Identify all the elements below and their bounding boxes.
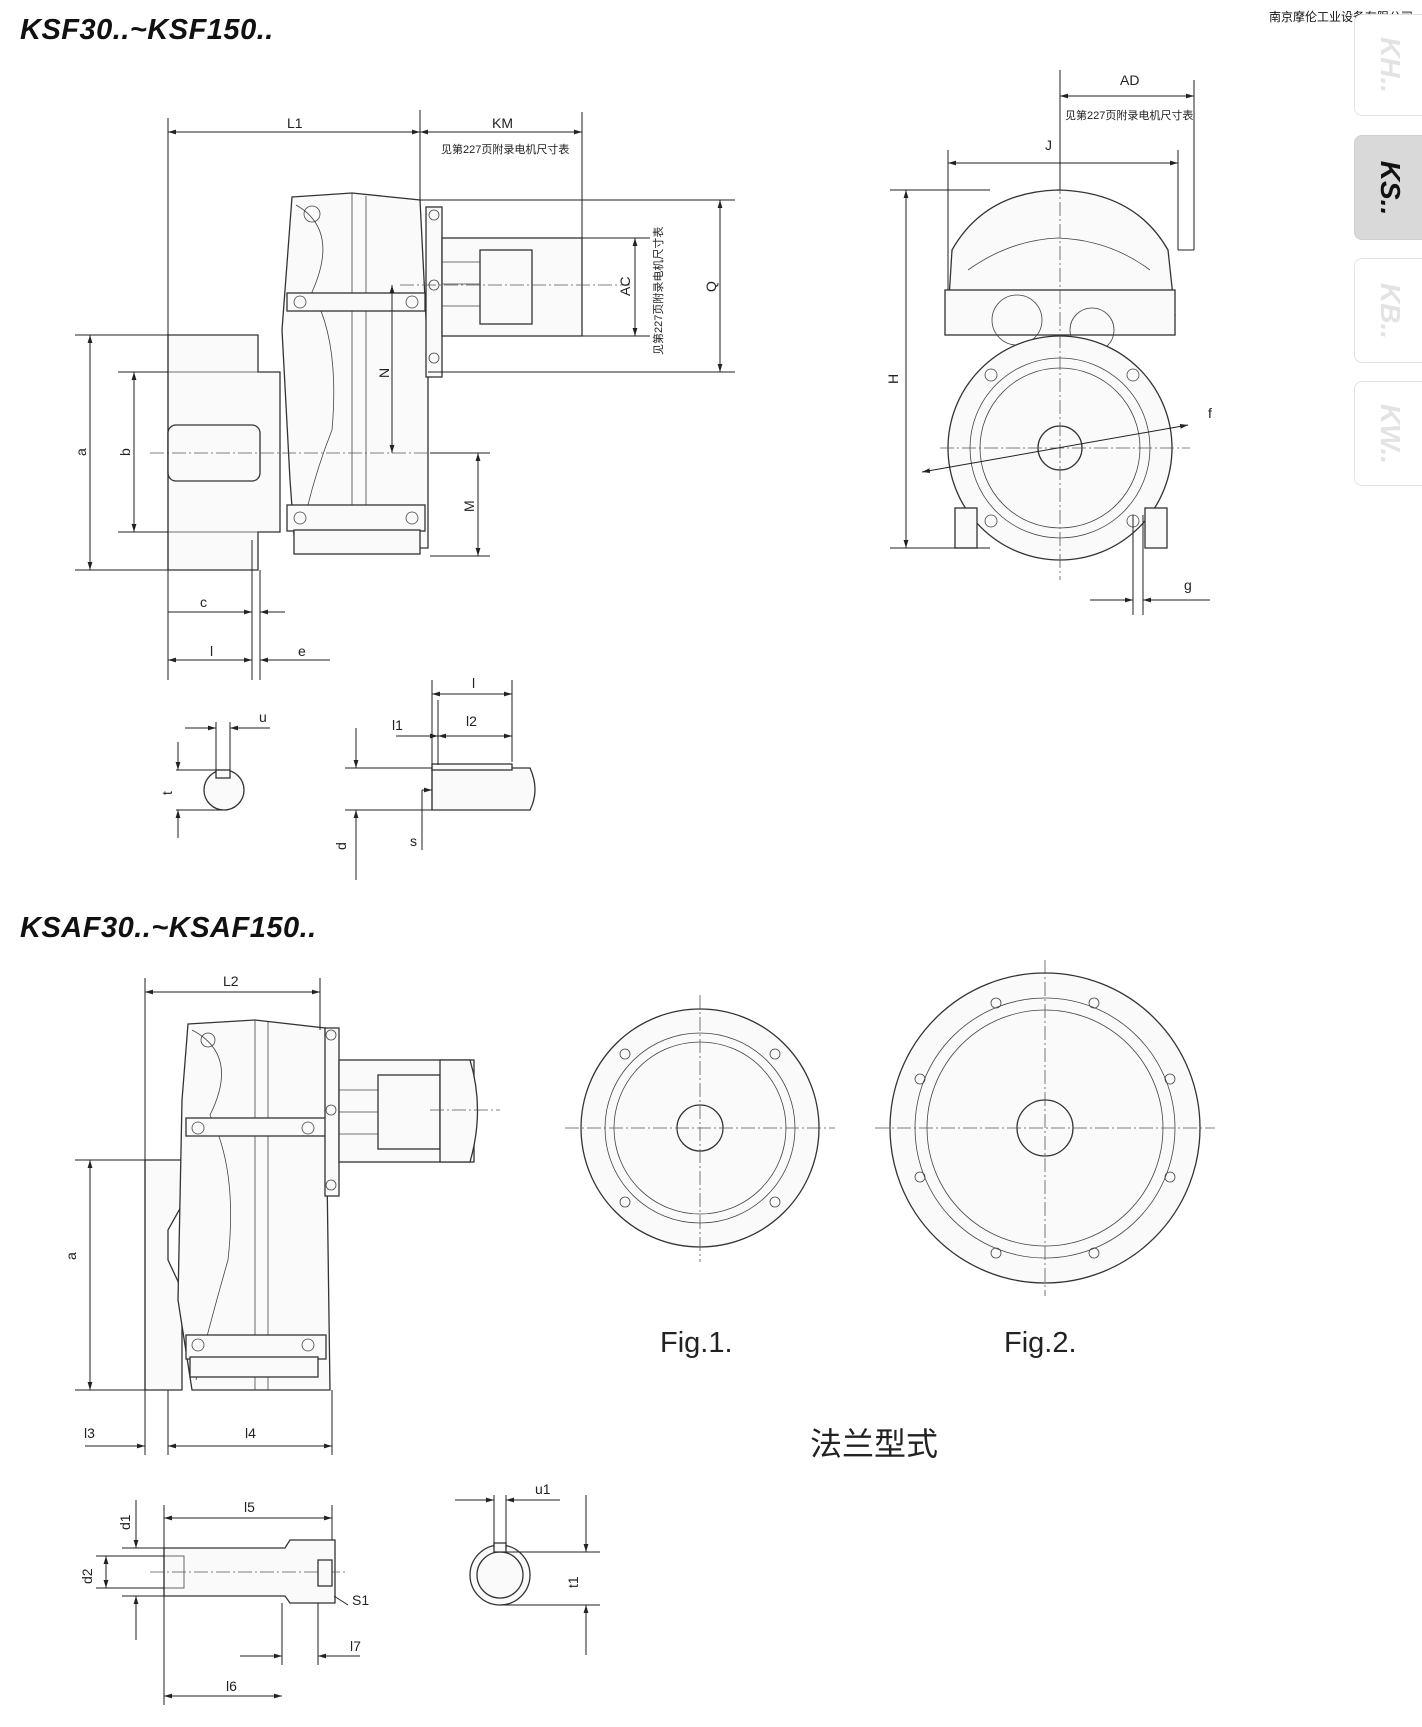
dim-AD: AD <box>1120 72 1139 88</box>
dim-t1: t1 <box>565 1576 581 1588</box>
ksf-side-view <box>75 110 735 680</box>
dim-f: f <box>1208 405 1212 421</box>
dim-u: u <box>259 709 267 725</box>
tab-kw[interactable]: KW.. <box>1354 381 1422 486</box>
dim-l2: l2 <box>466 713 477 729</box>
shaft-detail <box>175 680 536 880</box>
dim-a: a <box>73 448 89 456</box>
fig2-label: Fig.2. <box>1004 1327 1077 1359</box>
dim-Q: Q <box>703 281 719 292</box>
section-title-ksf: KSF30..~KSF150.. <box>20 14 274 46</box>
tab-kh[interactable]: KH.. <box>1354 14 1422 116</box>
dim-l5: l5 <box>244 1499 255 1515</box>
dim-l6: l6 <box>226 1678 237 1694</box>
dim-L2: L2 <box>223 973 239 989</box>
note-ac: 见第227页附录电机尺寸表 <box>651 227 665 355</box>
dim-l4: l4 <box>245 1425 256 1441</box>
dim-J: J <box>1045 137 1052 153</box>
note-ad: 见第227页附录电机尺寸表 <box>1065 108 1193 122</box>
dim-s: s <box>410 833 417 849</box>
dim-L1: L1 <box>287 115 303 131</box>
section-title-ksaf: KSAF30..~KSAF150.. <box>20 912 317 944</box>
dim-l: l <box>210 643 213 659</box>
dim-AC: AC <box>617 277 633 296</box>
ksaf-side-view <box>75 978 500 1455</box>
dim-b: b <box>117 448 133 456</box>
dim-d2: d2 <box>79 1568 95 1584</box>
dim-e: e <box>298 643 306 659</box>
dim-t: t <box>159 791 175 795</box>
ksf-front-view <box>890 70 1210 615</box>
fig1-label: Fig.1. <box>660 1327 733 1359</box>
dim-M: M <box>461 500 477 512</box>
dim-u1: u1 <box>535 1481 551 1497</box>
dim-d1: d1 <box>117 1514 133 1530</box>
dim-l7: l7 <box>350 1638 361 1654</box>
dim-a-ksaf: a <box>63 1252 79 1260</box>
dim-l-shaft: l <box>472 675 475 691</box>
dim-S1: S1 <box>352 1592 369 1608</box>
flange-fig2 <box>875 960 1215 1296</box>
tab-ks[interactable]: KS.. <box>1354 135 1422 240</box>
hollow-shaft-detail <box>96 1495 600 1705</box>
note-km: 见第227页附录电机尺寸表 <box>441 142 569 156</box>
flange-caption: 法兰型式 <box>810 1425 938 1463</box>
dim-KM: KM <box>492 115 513 131</box>
tab-kb[interactable]: KB.. <box>1354 258 1422 363</box>
dim-d: d <box>333 842 349 850</box>
flange-fig1 <box>565 995 835 1262</box>
dim-l1: l1 <box>392 717 403 733</box>
dim-H: H <box>885 374 901 384</box>
dim-c: c <box>200 594 207 610</box>
dim-g: g <box>1184 577 1192 593</box>
dim-l3: l3 <box>84 1425 95 1441</box>
dim-N: N <box>376 368 392 378</box>
